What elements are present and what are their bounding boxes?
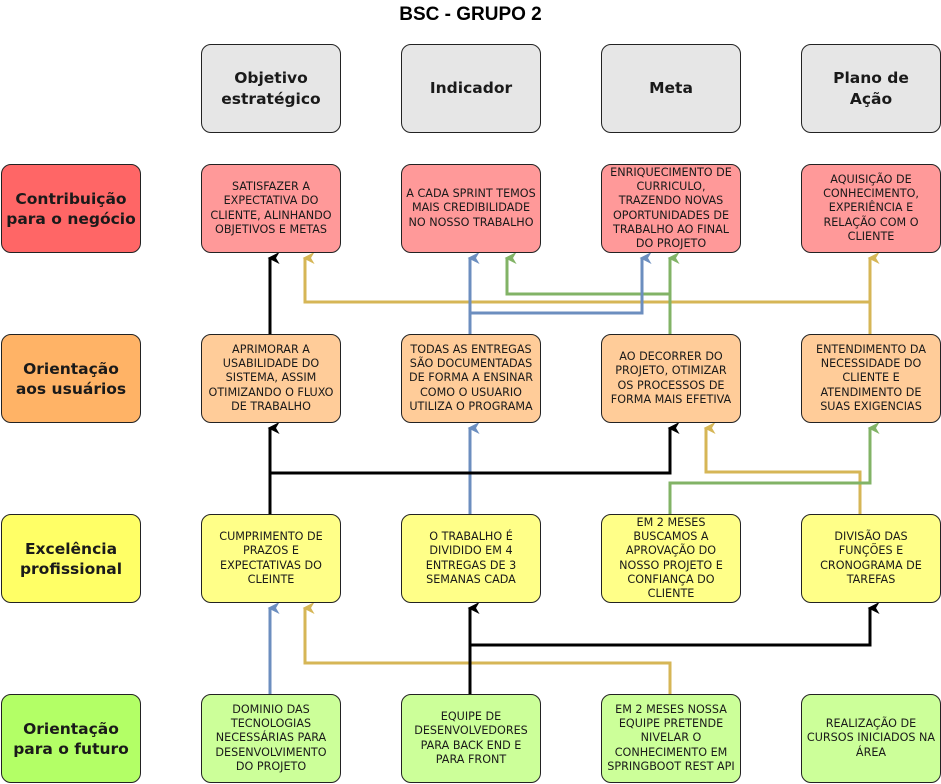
cell-futuro-plano: REALIZAÇÃO DE CURSOS INICIADOS NA ÁREA — [801, 694, 941, 783]
cell-excelencia-plano: DIVISÃO DAS FUNÇÕES E CRONOGRAMA DE TARE… — [801, 514, 941, 603]
cell-futuro-meta: EM 2 MESES NOSSA EQUIPE PRETENDE NIVELAR… — [601, 694, 741, 783]
black-connector — [270, 422, 680, 475]
cell-contribuicao-meta: ENRIQUECIMENTO DE CURRICULO, TRAZENDO NO… — [601, 164, 741, 253]
green-connector — [668, 422, 880, 514]
column-header-plano: Plano de Ação — [801, 44, 941, 133]
gold-connector — [302, 602, 672, 694]
cell-excelencia-meta: EM 2 MESES BUSCAMOS A APROVAÇÃO DO NOSSO… — [601, 514, 741, 603]
cell-contribuicao-objetivo: SATISFAZER A EXPECTATIVA DO CLIENTE, ALI… — [201, 164, 341, 253]
gold-connector — [703, 422, 862, 514]
diagram-title: BSC - GRUPO 2 — [399, 4, 542, 25]
row-label-contribuicao: Contribuição para o negócio — [1, 164, 141, 253]
cell-usuarios-indicador: TODAS AS ENTREGAS SÃO DOCUMENTADAS DE FO… — [401, 334, 541, 423]
cell-usuarios-meta: AO DECORRER DO PROJETO, OTIMIZAR OS PROC… — [601, 334, 741, 423]
column-header-meta: Meta — [601, 44, 741, 133]
row-label-futuro: Orientação para o futuro — [1, 694, 141, 783]
cell-contribuicao-indicador: A CADA SPRINT TEMOS MAIS CREDIBILIDADE N… — [401, 164, 541, 253]
cell-usuarios-plano: ENTENDIMENTO DA NECESSIDADE DO CLIENTE E… — [801, 334, 941, 423]
cell-excelencia-indicador: O TRABALHO É DIVIDIDO EM 4 ENTREGAS DE 3… — [401, 514, 541, 603]
cell-futuro-objetivo: DOMINIO DAS TECNOLOGIAS NECESSÁRIAS PARA… — [201, 694, 341, 783]
column-header-indicador: Indicador — [401, 44, 541, 133]
column-header-objetivo: Objetivo estratégico — [201, 44, 341, 133]
gold-connector — [302, 252, 872, 334]
row-label-excelencia: Excelência profissional — [1, 514, 141, 603]
black-connector — [470, 602, 880, 647]
cell-usuarios-objetivo: APRIMORAR A USABILIDADE DO SISTEMA, ASSI… — [201, 334, 341, 423]
green-connector — [504, 252, 672, 334]
row-label-usuarios: Orientação aos usuários — [1, 334, 141, 423]
cell-contribuicao-plano: AQUISIÇÃO DE CONHECIMENTO, EXPERIÊNCIA E… — [801, 164, 941, 253]
cell-excelencia-objetivo: CUMPRIMENTO DE PRAZOS E EXPECTATIVAS DO … — [201, 514, 341, 603]
blue-connector — [470, 252, 652, 315]
cell-futuro-indicador: EQUIPE DE DESENVOLVEDORES PARA BACK END … — [401, 694, 541, 783]
